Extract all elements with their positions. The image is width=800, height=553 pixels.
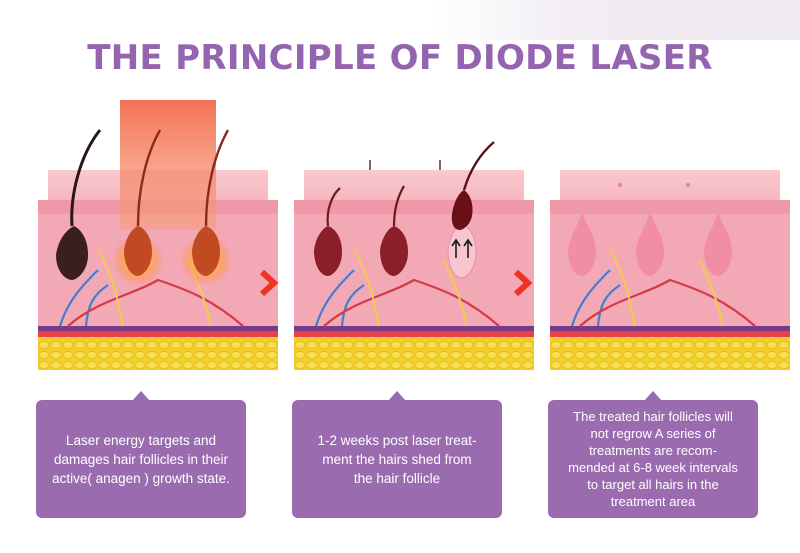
caption-text-2: 1-2 weeks post laser treat- ment the hai…: [317, 432, 477, 486]
background-glow: [430, 0, 800, 40]
caption-box-3: The treated hair follicles will not regr…: [548, 391, 758, 518]
laser-beam-icon: [120, 100, 216, 230]
fat-layer: [294, 337, 534, 370]
skin-surface: [560, 170, 780, 200]
caption-box-2: 1-2 weeks post laser treat- ment the hai…: [292, 391, 502, 518]
chevron-right-icon: [512, 268, 538, 298]
caption-text-1: Laser energy targets and damages hair fo…: [52, 432, 230, 486]
chevron-right-icon: [258, 268, 284, 298]
page-title: THE PRINCIPLE OF DIODE LASER: [87, 38, 713, 78]
stage-1-illustration: [38, 100, 278, 390]
stage-3-illustration: [550, 100, 790, 390]
caption-text-3: The treated hair follicles will not regr…: [568, 409, 738, 509]
fat-layer: [550, 337, 790, 370]
fat-layer: [38, 337, 278, 370]
skin-surface: [304, 170, 524, 200]
stage-2-illustration: [294, 100, 534, 390]
caption-box-1: Laser energy targets and damages hair fo…: [36, 391, 246, 518]
